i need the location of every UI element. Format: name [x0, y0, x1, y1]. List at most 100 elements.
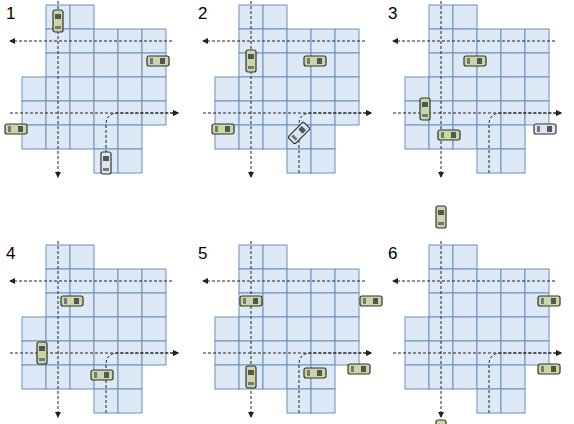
car-window — [243, 298, 246, 304]
car-window — [103, 156, 109, 161]
car-body — [304, 56, 326, 66]
car-body — [288, 122, 311, 145]
grid-cell — [142, 77, 166, 101]
grid-cell — [215, 317, 239, 341]
car — [438, 130, 460, 140]
car — [304, 56, 326, 66]
car — [538, 364, 560, 374]
grid-cell — [501, 317, 525, 341]
car-window — [248, 370, 254, 375]
grid-cell — [525, 53, 549, 77]
grid-cell — [525, 77, 549, 101]
car-window — [39, 346, 45, 351]
car-body — [304, 368, 326, 378]
car-window — [551, 298, 556, 304]
grid-cell — [525, 317, 549, 341]
car-window — [307, 370, 310, 376]
car-body — [538, 296, 560, 306]
grid-cell — [263, 5, 287, 29]
car — [5, 124, 27, 134]
grid-cell — [311, 389, 335, 413]
car-window — [150, 58, 153, 64]
car-window — [351, 366, 354, 372]
route-arrow — [106, 113, 178, 173]
car-window — [317, 58, 322, 64]
grid-cell — [453, 77, 477, 101]
grid-cell — [70, 125, 94, 149]
grid-cell — [287, 77, 311, 101]
car-window — [160, 58, 165, 64]
car-window — [103, 168, 109, 171]
grid-cell — [263, 293, 287, 317]
car-window — [74, 298, 79, 304]
grid-cell — [453, 5, 477, 29]
car — [61, 296, 83, 306]
car-body — [360, 296, 382, 306]
car-window — [541, 298, 544, 304]
car — [37, 342, 47, 364]
intersection-panel — [203, 1, 371, 177]
grid-cell — [263, 317, 287, 341]
car-body — [538, 364, 560, 374]
panel-number: 4 — [6, 245, 15, 262]
car-window — [55, 14, 61, 19]
route-arrow — [441, 1, 442, 177]
route-arrow — [393, 41, 555, 42]
grid-cell — [287, 293, 311, 317]
grid-cell — [215, 365, 239, 389]
grid-cell — [453, 317, 477, 341]
car-body — [246, 366, 256, 388]
grid-cell — [311, 317, 335, 341]
intersection-panel — [348, 206, 561, 424]
car-window — [422, 102, 428, 107]
grid-cell — [287, 317, 311, 341]
grid-cell — [501, 293, 525, 317]
grid-cell — [405, 125, 429, 149]
car — [246, 366, 256, 388]
car-body — [101, 152, 111, 174]
panel-number: 2 — [198, 5, 207, 22]
grid-cell — [118, 149, 142, 173]
car-body — [464, 56, 486, 66]
car-window — [225, 126, 230, 132]
car-window — [363, 298, 366, 304]
panel-number: 1 — [6, 5, 15, 22]
car — [212, 124, 234, 134]
grid-cell — [70, 77, 94, 101]
car-body — [37, 342, 47, 364]
car-window — [451, 132, 456, 138]
route-arrow — [251, 1, 252, 177]
car — [101, 152, 111, 174]
intersection-panel — [203, 241, 371, 417]
car-window — [438, 222, 444, 225]
grid-cell — [118, 389, 142, 413]
car — [240, 296, 262, 306]
car-window — [215, 126, 218, 132]
car-body — [53, 10, 63, 32]
grid-cell — [263, 245, 287, 269]
car-window — [438, 210, 444, 215]
grid-cell — [501, 53, 525, 77]
route-arrow — [203, 281, 365, 282]
car — [288, 122, 311, 145]
grid-cell — [239, 365, 263, 389]
grid-cell — [263, 365, 287, 389]
grid-cell — [453, 293, 477, 317]
car — [53, 10, 63, 32]
grid-cell — [142, 317, 166, 341]
grid-cell — [477, 77, 501, 101]
car-body — [246, 50, 256, 72]
route-arrow — [203, 41, 365, 42]
car-window — [253, 298, 258, 304]
grid-cell — [118, 77, 142, 101]
car-window — [541, 366, 544, 372]
car-window — [422, 114, 428, 117]
car-body — [91, 370, 113, 380]
car — [304, 368, 326, 378]
grid-cell — [94, 149, 118, 173]
grid-cell — [70, 317, 94, 341]
car-window — [8, 126, 11, 132]
grid-cell — [501, 77, 525, 101]
car-window — [248, 382, 254, 385]
